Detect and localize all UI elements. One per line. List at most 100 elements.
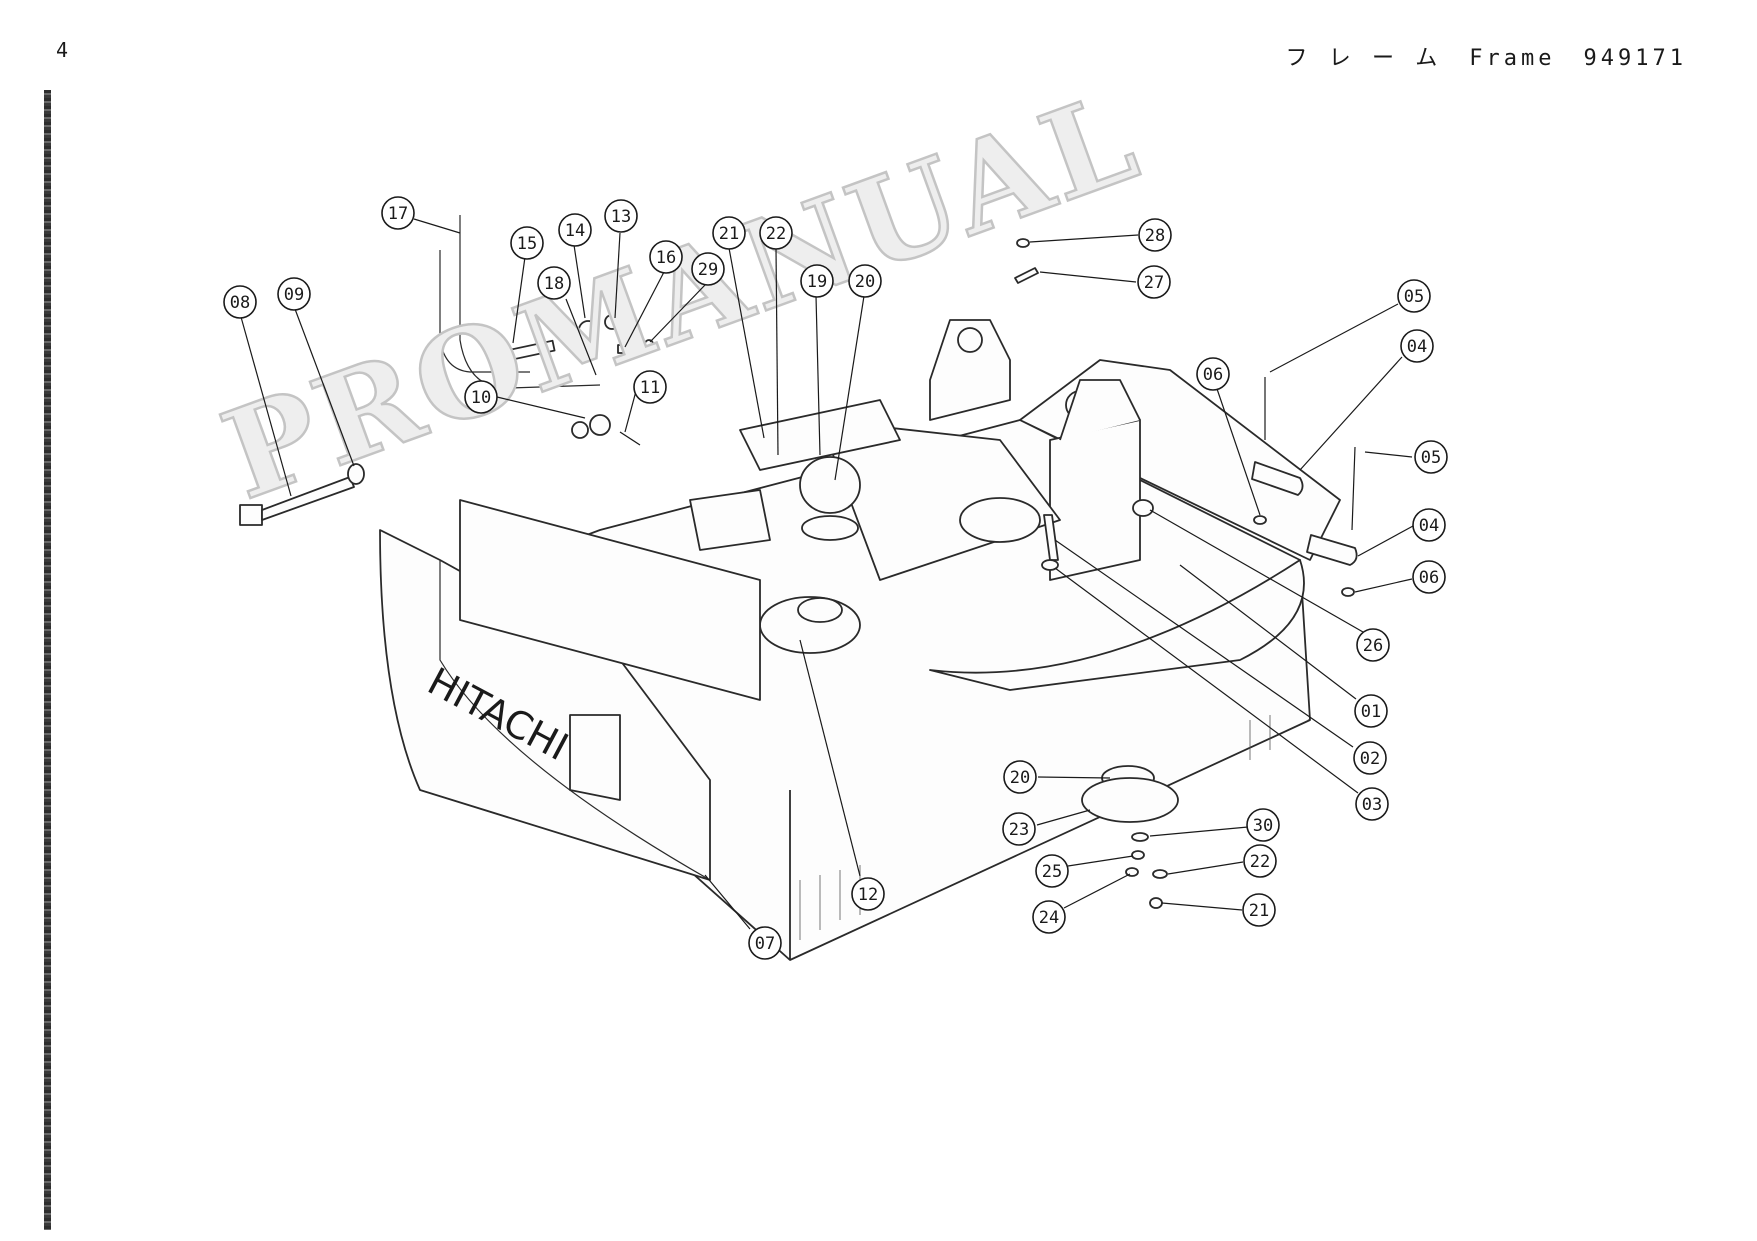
page-number: 4: [56, 38, 70, 62]
callout-19: 19: [800, 264, 834, 298]
callout-20-upper: 20: [848, 264, 882, 298]
title-english: Frame: [1469, 46, 1556, 71]
grease-hose-pipe: [439, 250, 530, 373]
svg-text:24: 24: [1039, 908, 1059, 928]
fitting-screw: [619, 431, 641, 446]
callout-01: 01: [1354, 694, 1388, 728]
svg-text:29: 29: [698, 260, 718, 280]
nipple-fitting: [617, 344, 637, 354]
svg-text:11: 11: [640, 378, 660, 398]
adapter-fitting: [604, 314, 620, 330]
washer: [347, 463, 365, 485]
svg-text:22: 22: [1250, 852, 1270, 872]
callout-07: 07: [748, 926, 782, 960]
svg-text:04: 04: [1419, 516, 1439, 536]
callout-20-lower: 20: [1003, 760, 1037, 794]
clamp-plate: [1014, 267, 1039, 284]
callout-15: 15: [510, 226, 544, 260]
callout-09: 09: [277, 277, 311, 311]
loose-parts: [239, 215, 1358, 909]
svg-text:25: 25: [1042, 862, 1062, 882]
callout-24: 24: [1032, 900, 1066, 934]
svg-text:26: 26: [1363, 636, 1383, 656]
callout-28: 28: [1138, 218, 1172, 252]
part-number: 949171: [1583, 46, 1687, 71]
counterweight-lift-pocket: [569, 714, 621, 801]
callout-04-upper: 04: [1400, 329, 1434, 363]
callout-04-lower: 04: [1412, 508, 1446, 542]
title-japanese: フ レ ー ム: [1285, 46, 1442, 71]
callout-08: 08: [223, 285, 257, 319]
boom-bracket-left: [929, 319, 1011, 421]
boom-foot-pin-lower: [1306, 534, 1358, 566]
lock-washer-upper: [1253, 515, 1267, 525]
lower-washer: [1131, 832, 1149, 842]
cover-plate: [799, 456, 861, 514]
bolt-shank: [261, 476, 355, 521]
svg-text:21: 21: [719, 224, 739, 244]
svg-text:17: 17: [388, 204, 408, 224]
lower-spacer: [1131, 850, 1145, 860]
svg-text:06: 06: [1203, 365, 1223, 385]
callout-13: 13: [604, 199, 638, 233]
svg-text:22: 22: [766, 224, 786, 244]
binding-edge: [44, 90, 51, 1230]
callout-16: 16: [649, 240, 683, 274]
svg-text:23: 23: [1009, 820, 1029, 840]
callout-05-lower: 05: [1414, 440, 1448, 474]
plug-bolt: [1132, 499, 1154, 517]
svg-text:18: 18: [544, 274, 564, 294]
mounting-bolt: [1043, 514, 1059, 561]
grease-fitting-body: [589, 414, 611, 436]
callout-03: 03: [1355, 787, 1389, 821]
hose-fitting: [510, 339, 556, 361]
svg-text:08: 08: [230, 293, 250, 313]
frame-assembly-drawing: HITACHI: [379, 319, 1341, 961]
swing-circle-deck: [929, 559, 1305, 691]
svg-text:14: 14: [565, 221, 585, 241]
svg-text:04: 04: [1407, 337, 1427, 357]
bolt-head: [239, 504, 263, 526]
svg-text:13: 13: [611, 207, 631, 227]
callout-25: 25: [1035, 854, 1069, 888]
svg-text:20: 20: [855, 272, 875, 292]
svg-text:19: 19: [807, 272, 827, 292]
svg-text:02: 02: [1360, 749, 1380, 769]
callout-30: 30: [1246, 808, 1280, 842]
svg-text:05: 05: [1421, 448, 1441, 468]
swivel-flange: [1081, 777, 1179, 823]
callout-05-upper: 05: [1397, 279, 1431, 313]
svg-text:09: 09: [284, 285, 304, 305]
leader-lines: [240, 218, 1414, 930]
left-cover-plate: [689, 489, 771, 551]
cover-flange: [801, 515, 859, 541]
page-header: フ レ ー ム Frame 949171: [1258, 40, 1687, 72]
callout-02: 02: [1353, 741, 1387, 775]
counterweight-face-edge: [439, 560, 711, 881]
callout-22-upper: 22: [759, 216, 793, 250]
small-washer: [644, 339, 654, 349]
center-joint-body: [797, 597, 843, 623]
callout-14: 14: [558, 213, 592, 247]
callout-27: 27: [1137, 265, 1171, 299]
callout-06-upper: 06: [1196, 357, 1230, 391]
boom-bracket-right-top: [1059, 379, 1141, 441]
svg-text:21: 21: [1249, 901, 1269, 921]
svg-text:20: 20: [1010, 768, 1030, 788]
boom-foot-pin-upper: [1251, 461, 1304, 496]
callout-12: 12: [851, 877, 885, 911]
callout-06-lower: 06: [1412, 560, 1446, 594]
lock-washer-lower: [1341, 587, 1355, 597]
svg-text:05: 05: [1404, 287, 1424, 307]
mounting-washer: [1041, 559, 1059, 571]
callout-23: 23: [1002, 812, 1036, 846]
svg-text:15: 15: [517, 234, 537, 254]
part-callouts: 01 02 03 04 04 05 05 06 06 07 08 09 10 1…: [223, 196, 1448, 960]
grease-fitting-nut: [571, 421, 589, 439]
svg-text:30: 30: [1253, 816, 1273, 836]
svg-text:10: 10: [471, 388, 491, 408]
callout-17: 17: [381, 196, 415, 230]
svg-text:28: 28: [1145, 226, 1165, 246]
svg-text:06: 06: [1419, 568, 1439, 588]
